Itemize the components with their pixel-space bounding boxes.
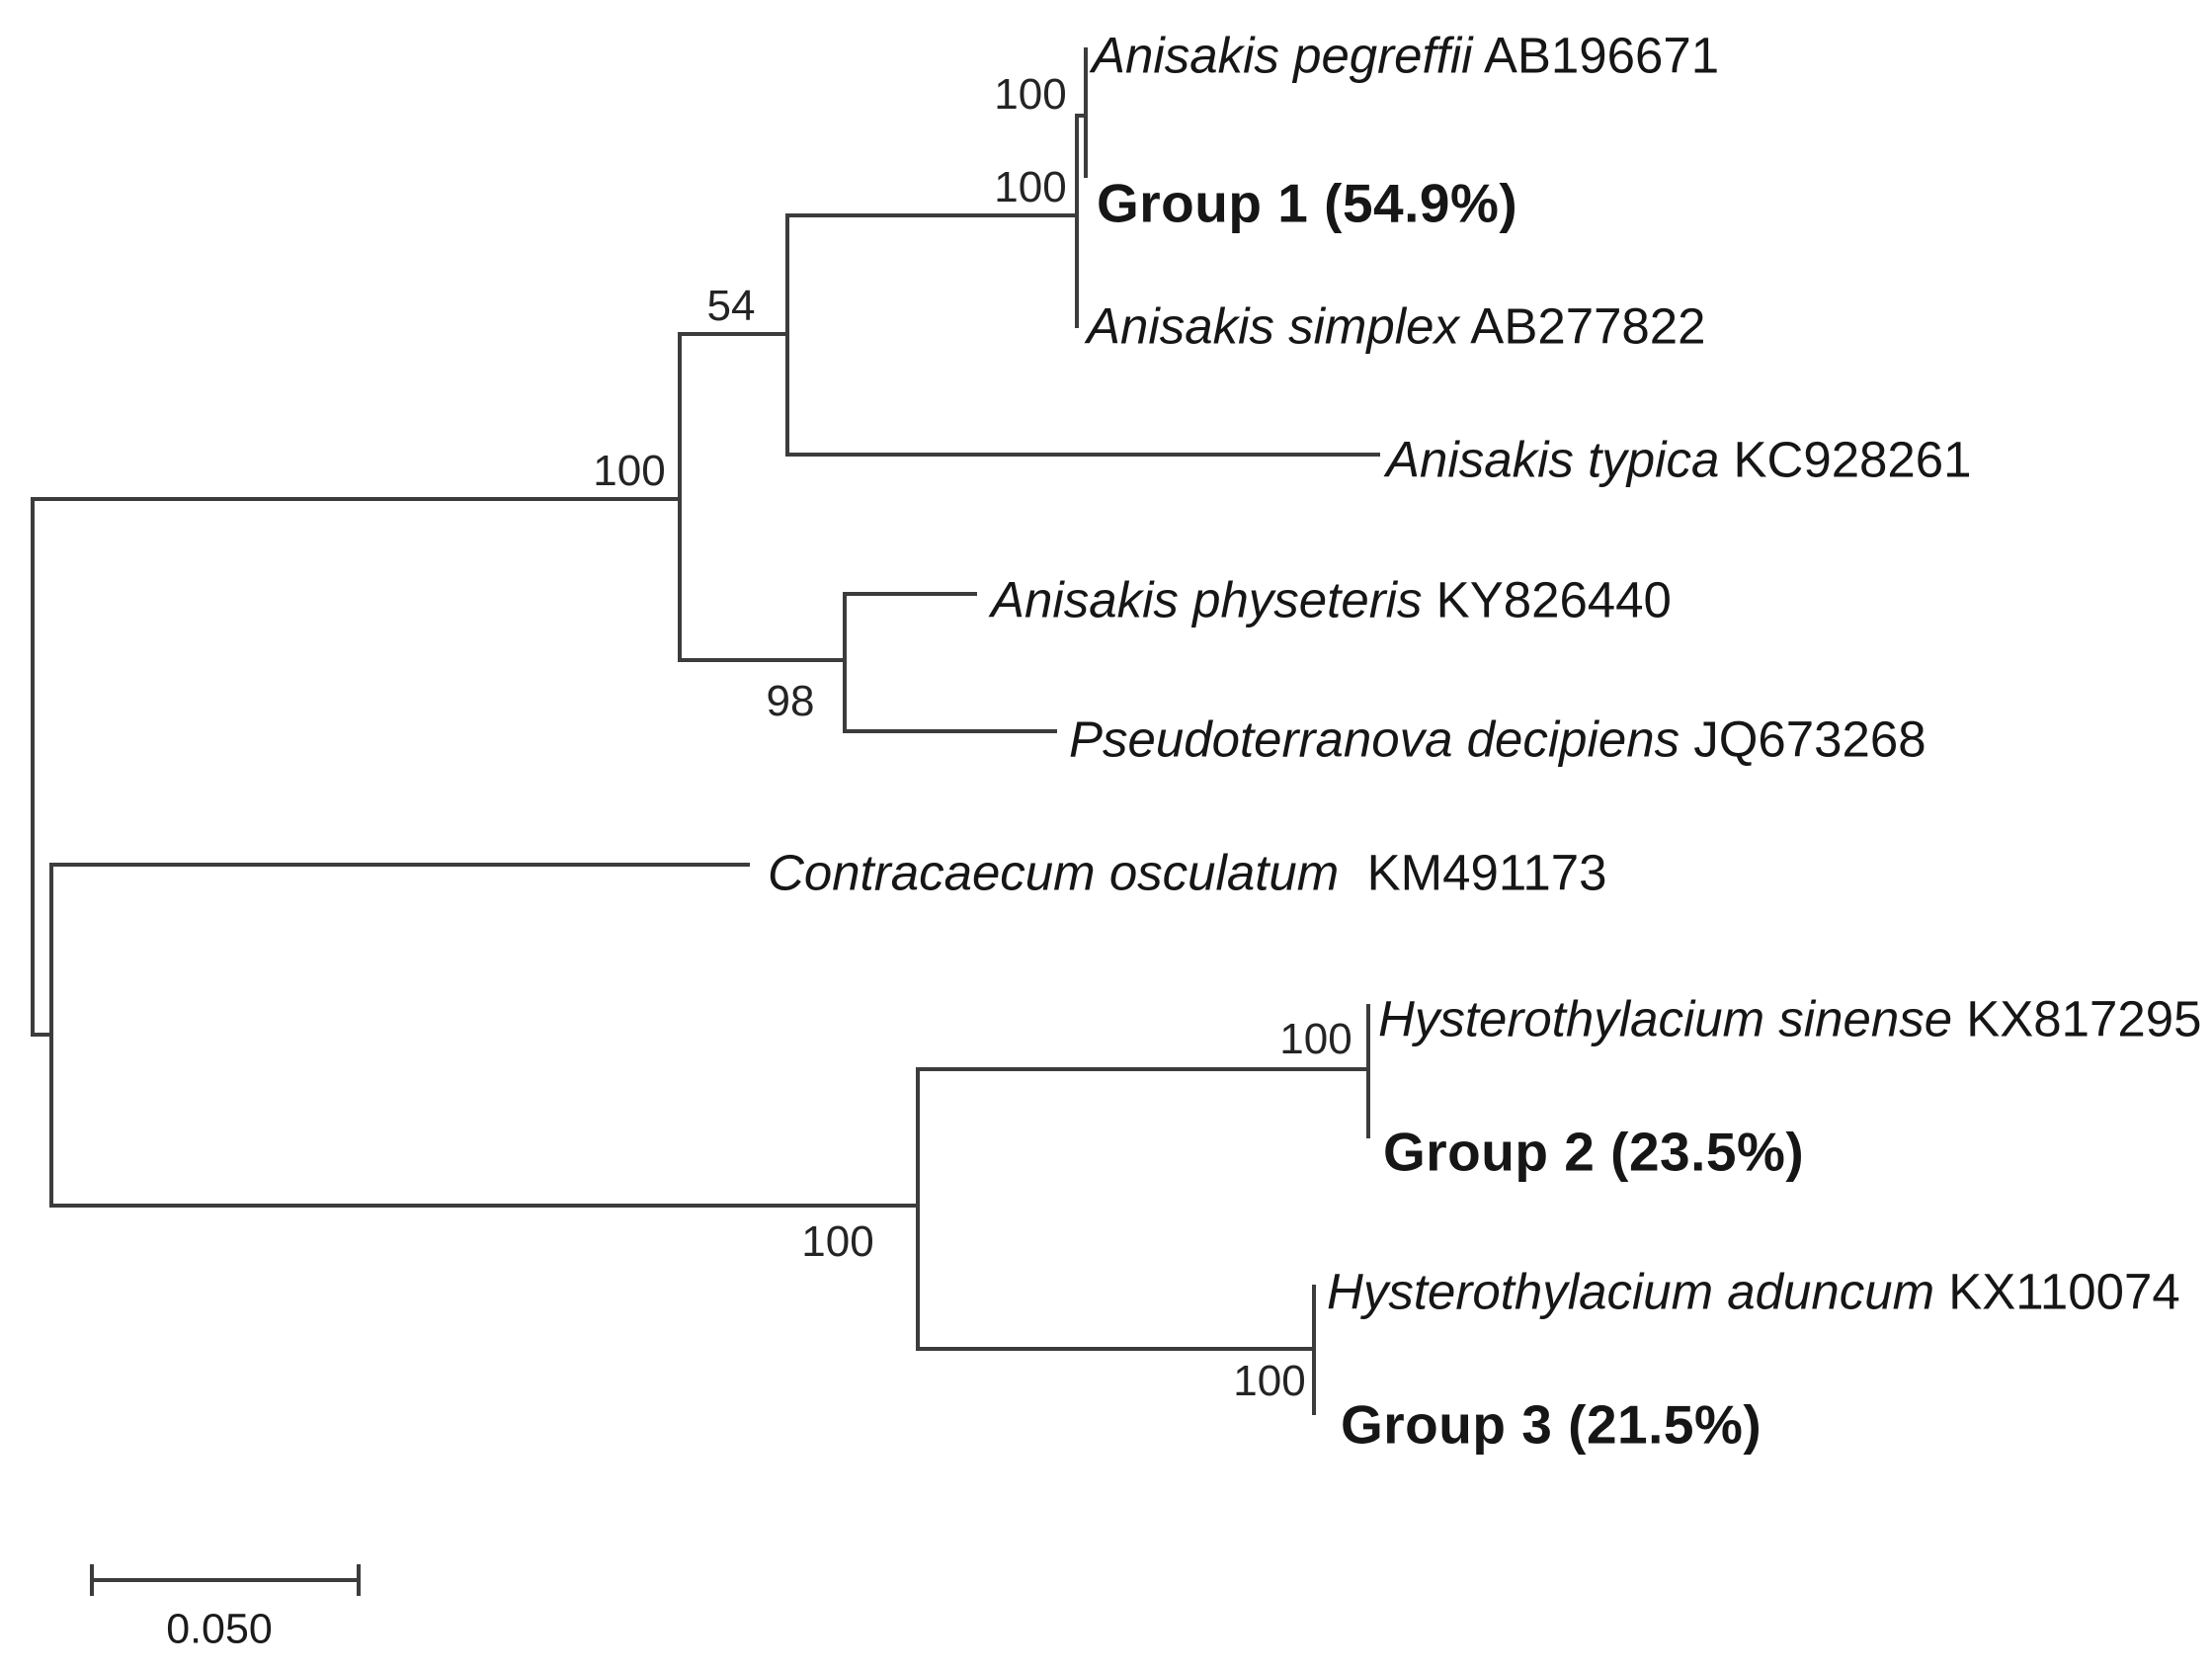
species-name: Anisakis physeteris [991, 571, 1423, 628]
group-text: Group 2 (23.5%) [1383, 1121, 1805, 1183]
species-name: Hysterothylacium aduncum [1327, 1263, 1935, 1320]
taxon-label: Contracaecum osculatum KM491173 [768, 843, 1607, 901]
bootstrap-value: 100 [801, 1217, 874, 1266]
accession-number: KY826440 [1422, 571, 1672, 628]
group-text: Group 3 (21.5%) [1341, 1393, 1762, 1456]
accession-number: KM491173 [1339, 844, 1607, 901]
taxon-label: Anisakis typica KC928261 [1386, 430, 1972, 488]
group-label: Group 3 (21.5%) [1341, 1393, 1761, 1457]
accession-number: KX817295 [1952, 990, 2202, 1047]
bootstrap-value: 100 [994, 163, 1067, 211]
accession-number: AB196671 [1472, 27, 1720, 84]
species-name: Hysterothylacium sinense [1378, 990, 1953, 1047]
accession-number: KX110074 [1934, 1263, 2180, 1320]
bootstrap-value: 98 [766, 677, 815, 725]
accession-number: KC928261 [1719, 431, 1972, 488]
taxon-label: Hysterothylacium aduncum KX110074 [1327, 1262, 2180, 1320]
taxon-label: Anisakis simplex AB277822 [1087, 296, 1706, 355]
bootstrap-value: 100 [994, 70, 1067, 119]
taxon-label: Anisakis pegreffii AB196671 [1092, 26, 1719, 84]
taxon-label: Hysterothylacium sinense KX817295 [1378, 989, 2201, 1047]
species-name: Pseudoterranova decipiens [1069, 710, 1680, 768]
accession-number: AB277822 [1458, 297, 1706, 355]
taxon-label: Anisakis physeteris KY826440 [991, 570, 1672, 628]
scale-bar-value: 0.050 [166, 1605, 273, 1653]
species-name: Anisakis pegreffii [1092, 27, 1473, 84]
bootstrap-value: 100 [593, 447, 666, 495]
taxon-label: Pseudoterranova decipiens JQ673268 [1069, 710, 1926, 768]
group-label: Group 2 (23.5%) [1383, 1121, 1804, 1184]
bootstrap-value: 100 [1233, 1357, 1306, 1405]
accession-number: JQ673268 [1679, 710, 1926, 768]
species-name: Contracaecum osculatum [768, 844, 1340, 901]
species-name: Anisakis simplex [1087, 297, 1459, 355]
bootstrap-value: 54 [706, 282, 756, 330]
group-text: Group 1 (54.9%) [1097, 172, 1518, 234]
bootstrap-value: 100 [1279, 1015, 1352, 1063]
group-label: Group 1 (54.9%) [1097, 172, 1517, 235]
species-name: Anisakis typica [1386, 431, 1720, 488]
